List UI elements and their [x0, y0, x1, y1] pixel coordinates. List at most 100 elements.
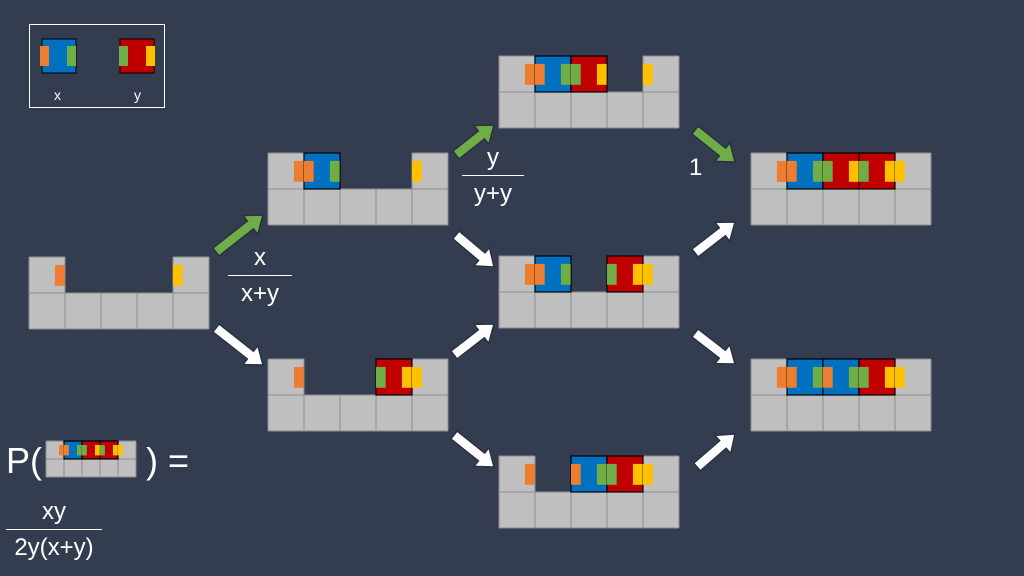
connector-tab — [535, 263, 545, 285]
legend-y-label: y — [134, 87, 141, 103]
arrow-white-up — [449, 323, 495, 361]
second-step-denominator: y+y — [473, 180, 512, 207]
legend-box: x y — [29, 24, 165, 108]
arrow-white-up — [449, 323, 495, 361]
connector-tab — [118, 444, 123, 456]
connector-tab — [412, 366, 422, 388]
certain-step-probability: 1 — [689, 154, 703, 181]
legend-x-piece — [40, 38, 77, 74]
connector-tab — [524, 63, 535, 85]
arrow-white-up — [690, 221, 736, 259]
connector-tab — [173, 264, 183, 286]
board-floor — [499, 492, 679, 528]
probability-suffix: ) = — [146, 440, 190, 481]
connector-tab — [54, 264, 65, 286]
arrow-green-up — [451, 124, 495, 160]
connector-tab — [64, 444, 69, 456]
board-floor — [499, 92, 679, 128]
connector-tab — [812, 160, 823, 182]
board-floor — [29, 293, 209, 329]
arrow-white-down — [211, 323, 264, 366]
arrow-white-down — [690, 327, 736, 365]
connector-tab — [82, 444, 87, 456]
arrow-green-down — [690, 125, 736, 163]
connector-tab — [643, 263, 653, 285]
connector-tab — [848, 160, 859, 182]
connector-tab — [607, 263, 617, 285]
connector-tab — [643, 63, 653, 85]
connector-tab — [607, 463, 617, 485]
connector-tab — [787, 160, 797, 182]
connector-tab — [884, 160, 895, 182]
legend-swatches — [40, 38, 155, 74]
board-floor — [268, 395, 448, 431]
second-step-numerator: y — [487, 144, 499, 171]
connector-tab — [895, 160, 905, 182]
connector-tab — [571, 463, 581, 485]
connector-tab — [596, 63, 607, 85]
arrow-green-up — [211, 214, 264, 257]
arrow-white-down — [451, 230, 495, 268]
arrow-white-down — [690, 327, 736, 365]
arrow-white-up — [692, 433, 736, 472]
board-step1-x — [267, 152, 449, 226]
board-step2-xy-split — [498, 255, 680, 329]
connector-tab — [632, 463, 643, 485]
connector-tab — [524, 263, 535, 285]
arrows-layer — [211, 124, 736, 472]
fraction-bar — [228, 275, 292, 276]
final-denominator: 2y(x+y) — [14, 534, 94, 561]
connector-tab — [787, 366, 797, 388]
connector-tab — [401, 366, 412, 388]
connector-tab — [632, 263, 643, 285]
connector-tab — [100, 444, 105, 456]
connector-tab — [776, 160, 787, 182]
connector-tab — [524, 463, 535, 485]
second-step-probability: y y+y — [462, 144, 524, 208]
arrow-green-up — [451, 124, 495, 160]
connector-tab — [812, 366, 823, 388]
connector-tab — [823, 366, 833, 388]
board-floor — [751, 395, 931, 431]
connector-tab — [596, 463, 607, 485]
board-final-xxy — [750, 358, 932, 432]
arrow-white-down — [451, 230, 495, 268]
board-floor — [751, 189, 931, 225]
connector-tab — [293, 366, 304, 388]
first-step-numerator: x — [254, 244, 266, 271]
connector-tab — [560, 63, 571, 85]
legend-y-piece — [119, 38, 155, 74]
first-step-probability: x x+y — [228, 244, 292, 308]
connector-tab — [76, 444, 82, 456]
connector-tab — [329, 160, 340, 182]
fraction-bar — [6, 529, 102, 530]
connector-tab — [571, 63, 581, 85]
arrow-white-down — [449, 430, 495, 468]
connector-tab — [560, 263, 571, 285]
arrow-white-down — [449, 430, 495, 468]
board-final-xyy — [750, 152, 932, 226]
connector-tab — [884, 366, 895, 388]
connector-tab — [776, 366, 787, 388]
connector-tab — [304, 160, 314, 182]
arrow-white-up — [692, 433, 736, 472]
arrow-white-down — [211, 323, 264, 366]
connector-tab — [293, 160, 304, 182]
board-floor — [499, 292, 679, 328]
connector-tab — [643, 463, 653, 485]
connector-tab — [412, 160, 422, 182]
connector-tab — [376, 366, 386, 388]
connector-tab — [58, 444, 64, 456]
arrow-green-up — [211, 214, 264, 257]
board-step1-y — [267, 358, 449, 432]
first-step-denominator: x+y — [240, 280, 279, 307]
connector-tab — [112, 444, 118, 456]
final-numerator: xy — [42, 498, 66, 525]
board-mini-target — [45, 440, 137, 478]
connector-tab — [859, 160, 869, 182]
connector-tab — [535, 63, 545, 85]
connector-tab — [895, 366, 905, 388]
arrow-white-up — [690, 221, 736, 259]
boards-layer — [28, 55, 932, 529]
